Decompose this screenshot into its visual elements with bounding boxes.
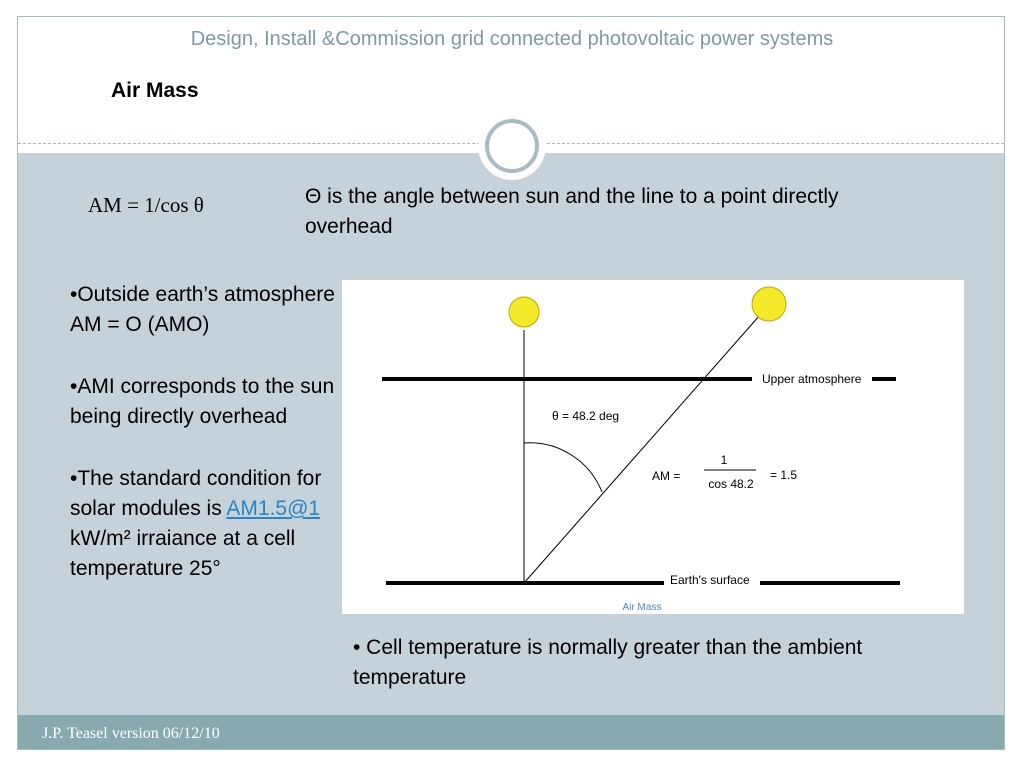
header-title: Design, Install &Commission grid connect… xyxy=(190,28,834,50)
air-mass-formula: AM = 1/cos θ xyxy=(88,193,204,217)
slide-title: Air Mass xyxy=(111,79,199,102)
am15-link[interactable]: AM1.5@1 xyxy=(226,497,321,520)
bullet-am1-overhead: •AMI corresponds to the sun being direct… xyxy=(70,375,335,428)
figure-caption: Air Mass xyxy=(623,602,662,613)
bullet-standard-text-end: kW/m² irraiance at a cell temperature 25… xyxy=(70,527,296,580)
diagram-numerator: 1 xyxy=(721,453,728,467)
bullet-list: •Outside earth’s atmosphere AM = O (AMO)… xyxy=(70,280,360,616)
ring-icon xyxy=(485,119,539,173)
sun-angled-icon xyxy=(751,286,787,322)
sun-overhead-icon xyxy=(508,296,540,328)
bullet-standard-text-start: •The standard condition for solar module… xyxy=(70,467,322,520)
diagram-result: = 1.5 xyxy=(770,468,797,482)
footer-bar xyxy=(18,715,1004,749)
footer-text: J.P. Teasel version 06/12/10 xyxy=(42,725,220,742)
upper-atmosphere-label: Upper atmosphere xyxy=(762,372,862,386)
angle-arc xyxy=(523,442,603,493)
theta-definition: Θ is the angle between sun and the line … xyxy=(305,185,839,238)
bullet-outside-atmosphere: •Outside earth’s atmosphere AM = O (AMO) xyxy=(70,283,335,336)
cell-temperature-note: • Cell temperature is normally greater t… xyxy=(353,636,863,689)
angle-label: θ = 48.2 deg xyxy=(552,409,619,423)
slanted-ray xyxy=(523,314,761,584)
diagram-am-label: AM = xyxy=(652,469,680,483)
bullet-standard-condition: •The standard condition for solar module… xyxy=(70,464,360,584)
diagram-denominator: cos 48.2 xyxy=(708,477,754,491)
air-mass-diagram: Upper atmosphere Earth's surface θ = 48.… xyxy=(342,280,964,614)
earth-surface-label: Earth's surface xyxy=(670,573,750,587)
